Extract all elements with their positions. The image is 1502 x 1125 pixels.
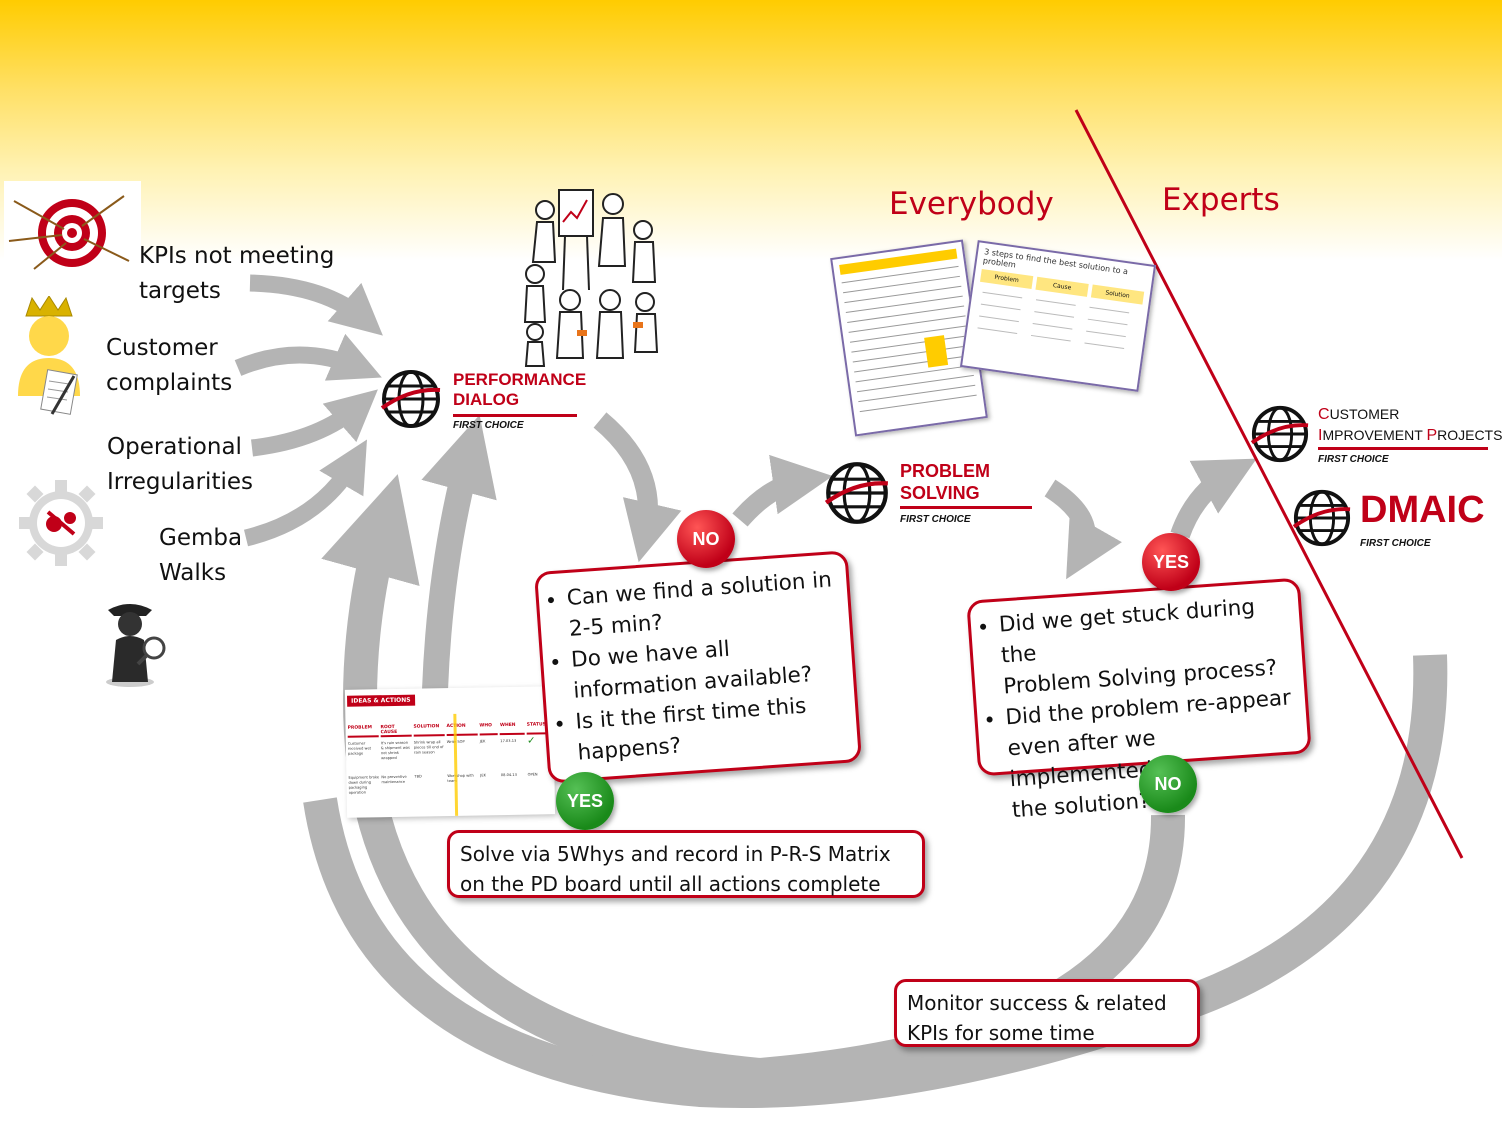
team-meeting-sketch <box>523 189 659 367</box>
ps-title-line1: PROBLEM <box>900 461 990 481</box>
ps-subtitle: FIRST CHOICE <box>900 514 971 525</box>
cip-subtitle: FIRST CHOICE <box>1318 454 1389 465</box>
prs-matrix-title: IDEAS & ACTIONS <box>347 694 415 707</box>
arrow-pd-to-questions <box>593 412 682 563</box>
globe-icon <box>1292 489 1351 547</box>
arrow-experts-loop-outer <box>303 654 1448 1109</box>
cip-title-line1: CUSTOMER <box>1318 406 1400 423</box>
solve-box-line1: Solve via 5Whys and record in P-R-S Matr… <box>460 842 891 866</box>
ps-title-line2: SOLVING <box>900 483 980 503</box>
yes-badge-escalation: YES <box>1142 533 1200 591</box>
arrow-ps-to-questions <box>1044 479 1122 580</box>
gear-icon <box>19 480 103 566</box>
arrow-no-to-problem-solving <box>732 454 833 527</box>
arrow-gemba-to-pd <box>243 439 368 547</box>
no-badge-quick-check: NO <box>677 510 735 568</box>
experts-divider-line <box>1074 109 1464 859</box>
dmaic-logo: DMAIC FIRST CHOICE <box>1292 488 1492 550</box>
globe-icon <box>380 370 441 428</box>
dmaic-title: DMAIC <box>1360 489 1485 531</box>
problem-solving-form-doc <box>830 239 988 437</box>
prs-matrix-thumbnail: IDEAS & ACTIONS PROBLEM ROOT CAUSE SOLUT… <box>344 686 556 818</box>
three-steps-lines <box>977 291 1130 350</box>
customer-icon <box>18 296 80 415</box>
arrow-irregularities-to-pd <box>250 389 378 457</box>
quick-check-questions-box: Can we find a solution in2-5 min? Do we … <box>533 550 863 784</box>
arrow-monitor-loop-inner <box>321 474 1186 1093</box>
performance-dialog-logo: PERFORMANCE DIALOG FIRST CHOICE <box>380 368 586 431</box>
dmaic-subtitle: FIRST CHOICE <box>1360 538 1431 549</box>
yes-badge-quick-check: YES <box>556 772 614 830</box>
target-icon <box>4 181 141 276</box>
monitor-box-line1: Monitor success & related <box>907 991 1167 1015</box>
everybody-header: Everybody <box>889 186 1054 222</box>
problem-solving-logo: PROBLEM SOLVING FIRST CHOICE <box>824 460 1034 526</box>
cip-title-line2: IMPROVEMENT PROJECTS <box>1318 427 1502 444</box>
pd-subtitle: FIRST CHOICE <box>453 420 524 431</box>
globe-icon <box>824 462 889 524</box>
globe-icon <box>1250 405 1309 463</box>
prs-matrix-row-2: Equipment broke down during packaging op… <box>348 772 538 795</box>
monitor-success-box: Monitor success & related KPIs for some … <box>894 979 1200 1047</box>
arrow-complaints-to-pd <box>234 333 382 381</box>
arrow-kpi-to-pd <box>249 274 383 336</box>
detective-icon <box>106 604 166 687</box>
form-doc-lines <box>839 248 977 413</box>
pd-title-line1: PERFORMANCE <box>453 370 587 389</box>
experts-header: Experts <box>1162 182 1280 218</box>
solve-5whys-box: Solve via 5Whys and record in P-R-S Matr… <box>447 830 925 898</box>
monitor-box-line2: KPIs for some time <box>907 1021 1095 1045</box>
prs-matrix-header-row: PROBLEM ROOT CAUSE SOLUTION ACTION WHO W… <box>347 712 552 738</box>
three-steps-doc: 3 steps to find the best solution to a p… <box>959 240 1157 392</box>
solve-box-line2: on the PD board until all actions comple… <box>460 872 881 896</box>
no-badge-escalation: NO <box>1139 755 1197 813</box>
pd-title-line2: DIALOG <box>453 390 520 409</box>
cip-logo: CUSTOMER IMPROVEMENT PROJECTS FIRST CHOI… <box>1250 404 1502 466</box>
arrow-yes-to-experts <box>1170 458 1257 539</box>
